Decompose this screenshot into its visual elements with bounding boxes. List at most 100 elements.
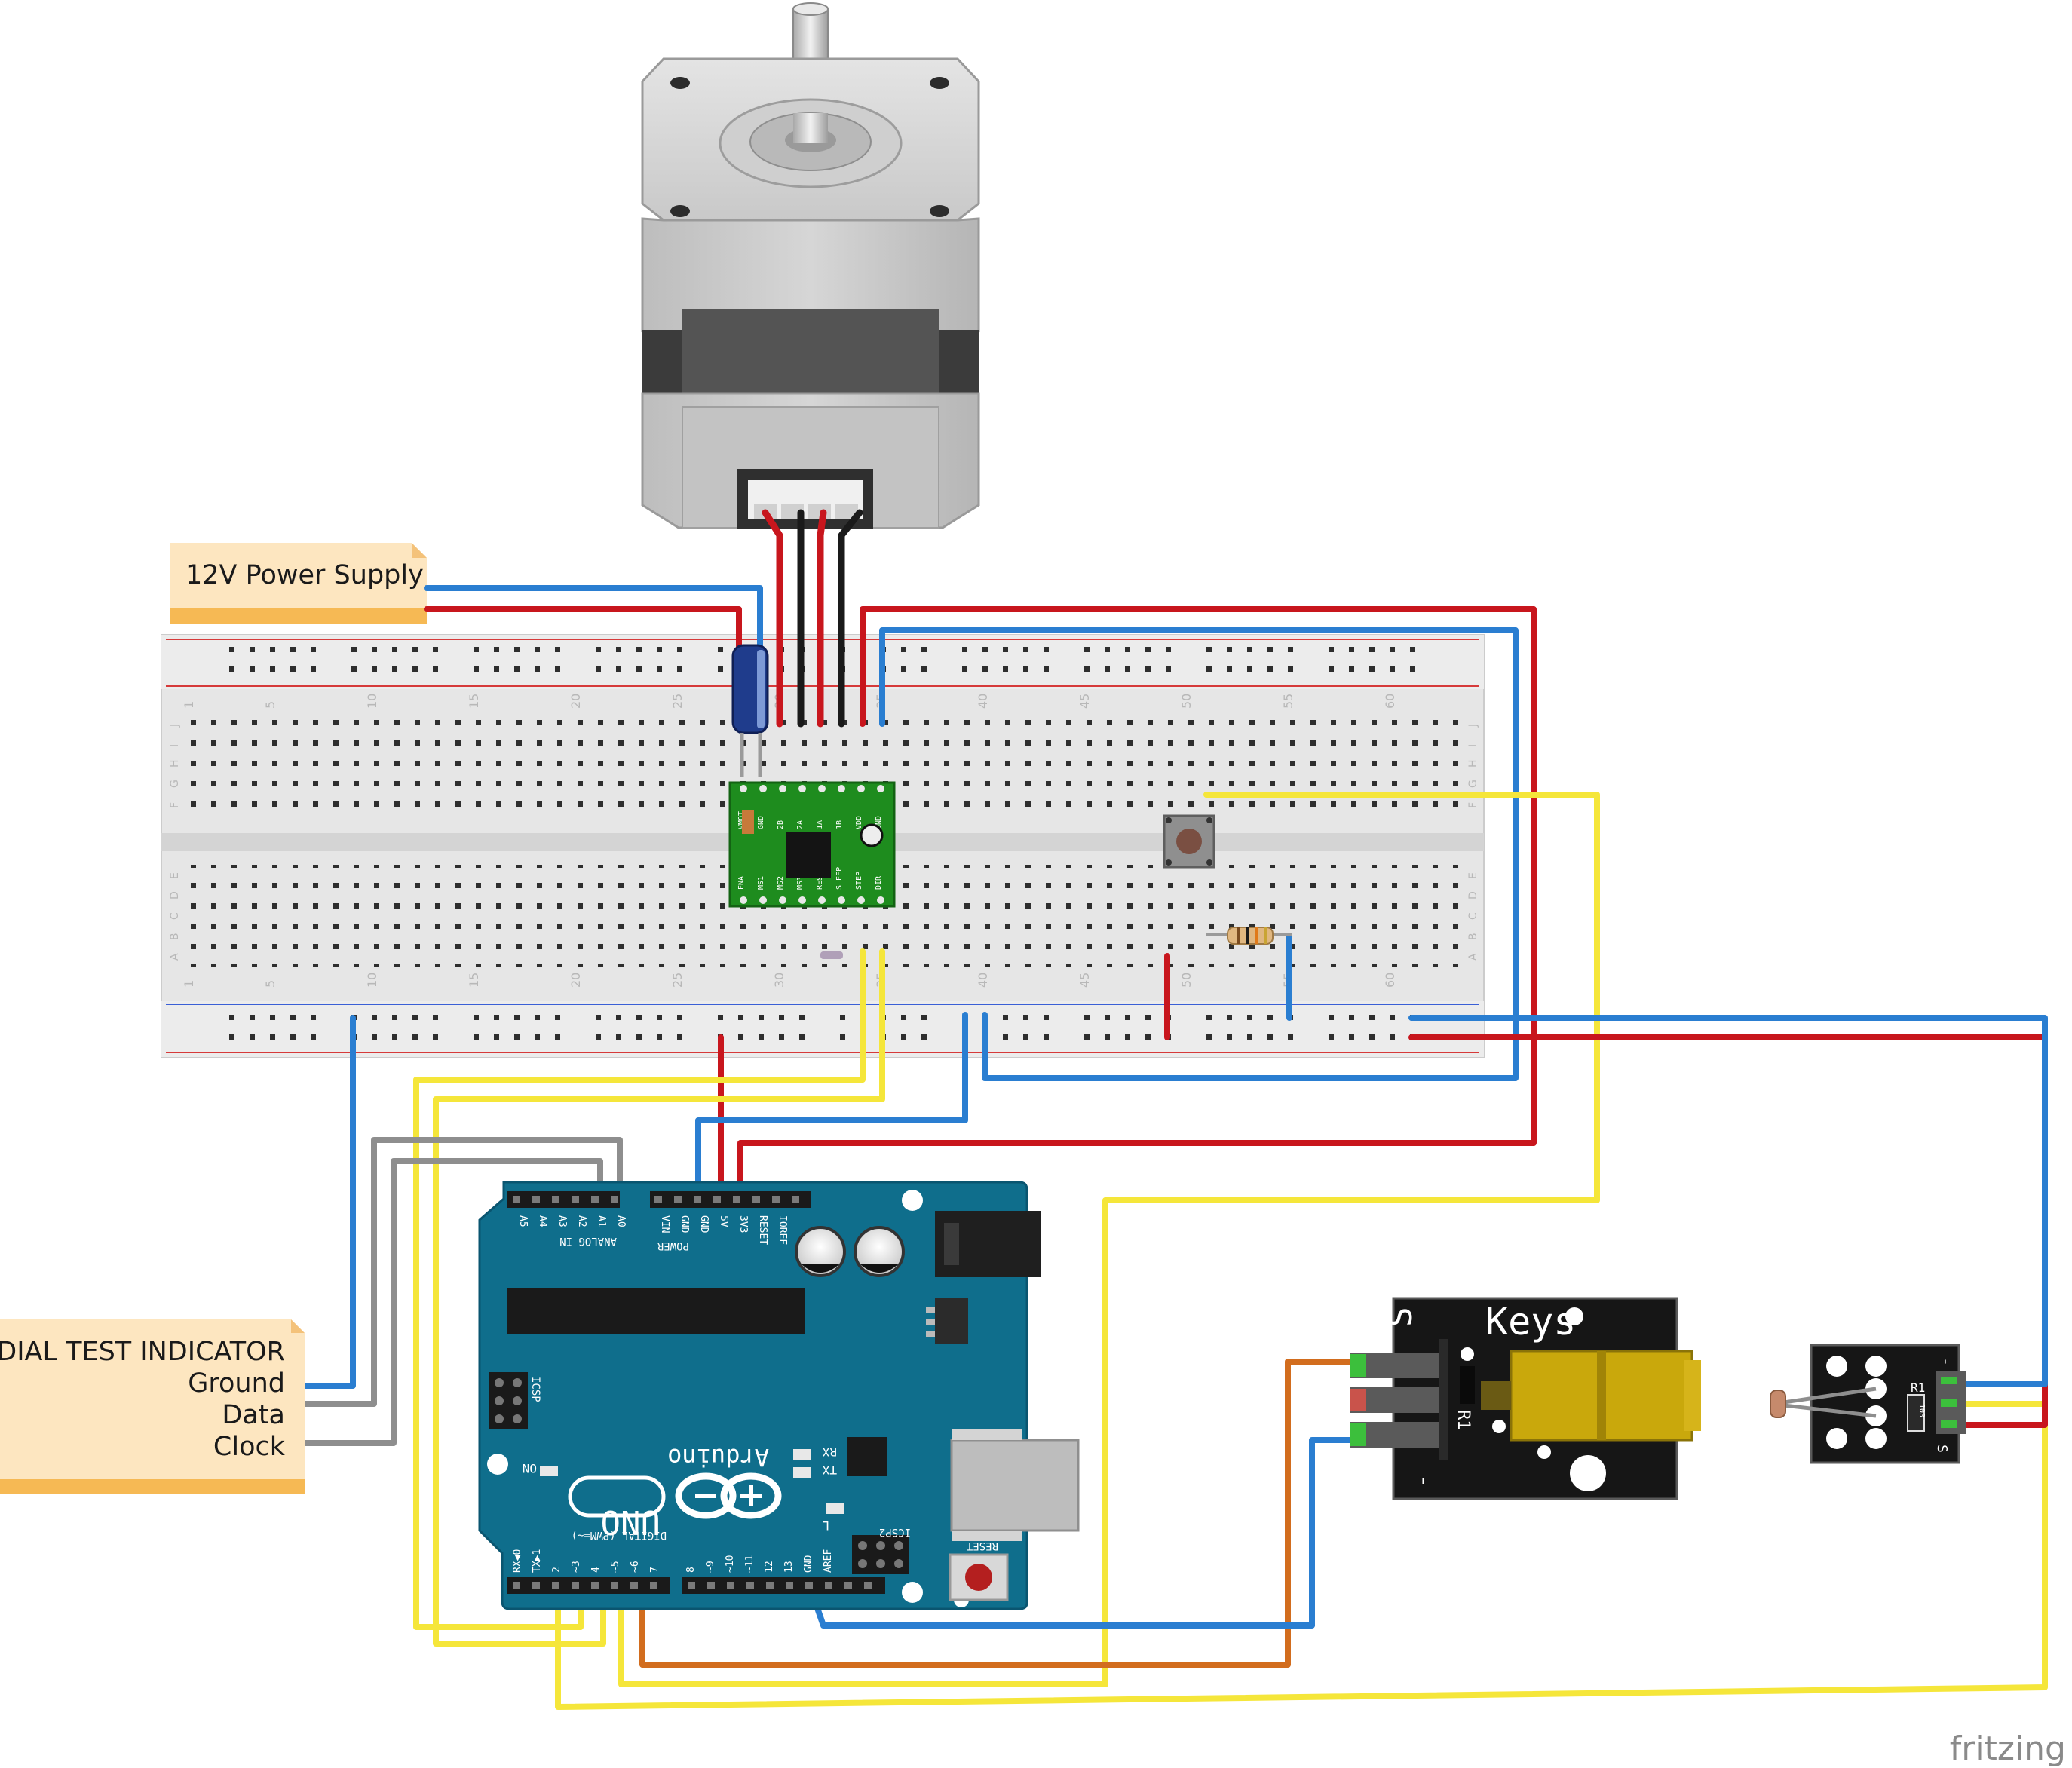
driver-pin-label: 2A	[796, 820, 805, 829]
driver-pin-label: STEP	[855, 872, 863, 890]
electrolytic-capacitor	[731, 644, 769, 777]
push-button	[1163, 814, 1215, 869]
driver-pin-label: RESET	[816, 867, 824, 890]
breadboard-row-letter: B	[169, 933, 181, 940]
digital-pin-label: ~9	[705, 1561, 716, 1573]
breadboard-row-letter: H	[169, 759, 181, 768]
breadboard-row-letter: F	[1467, 802, 1479, 808]
driver-pin-label: 2B	[777, 820, 785, 829]
laser-brand: Keys	[1485, 1300, 1576, 1344]
breadboard-column-number: 45	[1077, 694, 1092, 709]
driver-pin-label: 1A	[816, 820, 824, 829]
analog-in-label: ANALOG IN	[559, 1235, 617, 1247]
breadboard-column-number: 25	[670, 973, 685, 988]
wire-dir-yellow	[433, 948, 885, 1647]
stepper-motor	[641, 2, 980, 529]
breadboard-column-number: 60	[1383, 973, 1397, 988]
on-label: ON	[523, 1461, 537, 1475]
breadboard-row-letter: D	[1467, 891, 1479, 899]
mount-hole-icon	[930, 77, 949, 89]
digital-header-low	[507, 1577, 670, 1594]
wire-vdd-red	[737, 606, 1537, 1194]
laser-minus-label: -	[1412, 1475, 1437, 1488]
breadboard-row-letter: E	[169, 872, 181, 879]
digital-pin-label: ~6	[630, 1561, 641, 1573]
mount-hole-icon	[670, 205, 690, 217]
breadboard-column-number: 10	[365, 973, 379, 988]
wire-indicator-data-gray	[302, 1137, 623, 1407]
wire-sensor-blue	[1408, 1015, 2048, 1387]
arduino-logo-icon	[675, 1472, 782, 1519]
driver-pin-label: MS1	[757, 876, 765, 890]
digital-pin-label: 4	[590, 1567, 602, 1573]
breadboard-column-number: 1	[182, 701, 196, 709]
digital-pin-label: 13	[783, 1561, 795, 1573]
digital-pin-label: GND	[803, 1555, 814, 1573]
uno-label: UNO	[601, 1503, 661, 1541]
breadboard-row-letter: A	[1467, 953, 1479, 961]
wire-laser-blue	[808, 1437, 1359, 1629]
wire-laser-orange	[639, 1359, 1359, 1668]
mount-hole-icon	[1537, 1445, 1551, 1459]
digital-header-high	[682, 1577, 885, 1594]
breadboard-column-number: 15	[467, 973, 481, 988]
sensor-minus-label: -	[1937, 1357, 1955, 1366]
tx-label: TX	[822, 1463, 837, 1477]
breadboard-column-number: 50	[1179, 973, 1194, 988]
power-header	[650, 1191, 811, 1208]
wire-motor-black-2	[838, 509, 863, 728]
wire-indicator-clock-gray	[302, 1158, 603, 1446]
breadboard-column-number: 40	[976, 973, 990, 988]
sensor-r1-label: R1	[1911, 1380, 1925, 1395]
photoresistor-icon	[1770, 1390, 1786, 1418]
mount-hole-icon	[1565, 1307, 1583, 1325]
breadboard-column-number: 5	[263, 701, 277, 709]
power-pin-label: 3V3	[737, 1215, 749, 1233]
digital-pin-label: ~11	[744, 1555, 756, 1573]
icsp2-header	[852, 1535, 909, 1574]
laser-s-label: S	[1381, 1307, 1420, 1328]
breadboard-row-letter: H	[1467, 759, 1479, 768]
reset-label: RESET	[966, 1540, 998, 1552]
sensor-resistor	[1907, 1394, 1925, 1432]
power-pin-label: RESET	[757, 1215, 768, 1245]
mount-hole-icon	[1461, 1347, 1474, 1361]
wire-motor-red-2	[817, 509, 827, 728]
atmega-chip	[507, 1288, 805, 1334]
wire-gnd-blue	[879, 627, 1519, 1081]
breadboard-column-number: 1	[182, 980, 196, 988]
digital-pin-label: ~5	[610, 1561, 621, 1573]
analog-pin-label: A0	[615, 1215, 627, 1227]
breadboard-row-letter: J	[1467, 724, 1479, 728]
digital-pin-label: 7	[649, 1567, 661, 1573]
breadboard-column-number: 5	[263, 980, 277, 988]
dial-indicator-note: DIAL TEST INDICATOR Ground Data Clock	[0, 1319, 305, 1494]
breadboard-column-number: 20	[569, 973, 583, 988]
indicator-clock-label: Clock	[213, 1432, 286, 1462]
driver-chip	[786, 832, 831, 878]
wire-gnd-arduino-blue	[695, 1012, 968, 1194]
icsp-label: ICSP	[529, 1377, 541, 1402]
digital-pin-label: 2	[551, 1567, 562, 1573]
breadboard-row-letter: C	[1467, 912, 1479, 920]
analog-pin-label: A3	[556, 1215, 568, 1227]
power-pin-label: VIN	[659, 1215, 670, 1233]
power-pin-label: GND	[679, 1215, 690, 1233]
analog-pin-label: A5	[517, 1215, 529, 1227]
mount-hole-icon	[1492, 1420, 1506, 1433]
breadboard-row-letter: G	[1467, 780, 1479, 788]
analog-pin-label: A4	[537, 1215, 548, 1227]
breadboard-row-letter: A	[169, 953, 181, 961]
breadboard-column-number: 15	[467, 694, 481, 709]
breadboard-row-letter: E	[1467, 872, 1479, 879]
wires	[302, 509, 2048, 1710]
digital-pin-label: ~10	[725, 1555, 736, 1573]
analog-pin-label: A2	[576, 1215, 587, 1227]
mount-hole-icon	[930, 205, 949, 217]
digital-pin-label: AREF	[823, 1549, 834, 1573]
digital-pin-label: TX▶1	[532, 1549, 543, 1573]
mount-hole-icon	[670, 77, 690, 89]
breadboard-row-letter: B	[1467, 933, 1479, 940]
mount-hole-icon	[902, 1582, 923, 1603]
